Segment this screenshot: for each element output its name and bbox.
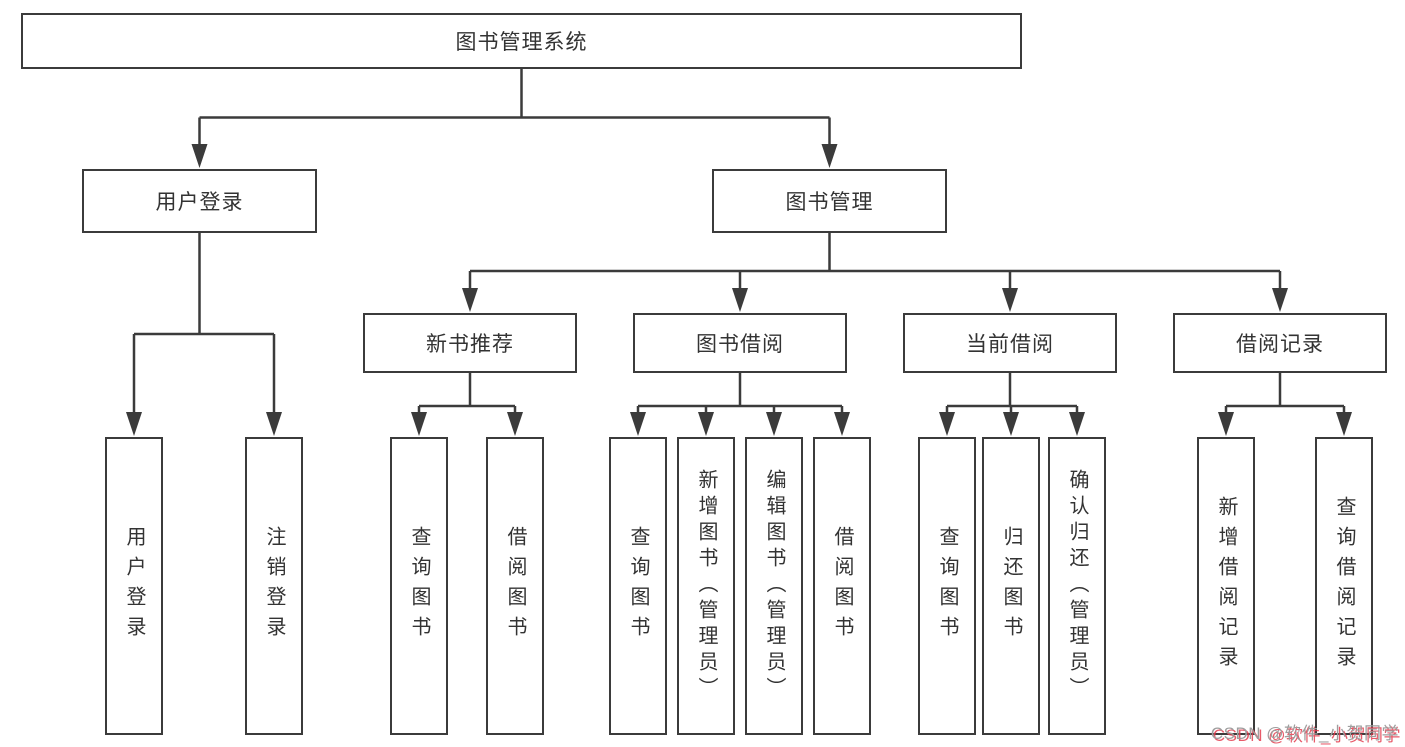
node-query-borrow-record-label: 查询借阅记录 (1333, 496, 1355, 676)
node-borrow-books-label: 借阅图书 (504, 526, 526, 646)
node-query-books: 查询图书 (390, 437, 448, 735)
node-query-books-label: 查询图书 (627, 526, 649, 646)
node-current-borrow-label: 当前借阅 (966, 333, 1054, 356)
node-root: 图书管理系统 (21, 13, 1022, 69)
user-login-connector (132, 233, 276, 413)
node-new-book-recommend: 新书推荐 (363, 313, 577, 373)
borrow-records-connector (1224, 373, 1346, 413)
node-add-borrow-record-label: 新增借阅记录 (1215, 496, 1237, 676)
node-query-borrow-record: 查询借阅记录 (1315, 437, 1373, 735)
node-new-book-recommend-label: 新书推荐 (426, 333, 514, 356)
node-query-books-label: 查询图书 (936, 526, 958, 646)
current-borrow-connector (945, 373, 1079, 413)
node-return-books: 归还图书 (982, 437, 1040, 735)
node-add-borrow-record: 新增借阅记录 (1197, 437, 1255, 735)
node-book-management: 图书管理 (712, 169, 947, 233)
node-current-borrow: 当前借阅 (903, 313, 1117, 373)
node-query-books: 查询图书 (918, 437, 976, 735)
node-query-books-label: 查询图书 (408, 526, 430, 646)
node-user-login: 用户登录 (82, 169, 317, 233)
node-borrow-books-label: 借阅图书 (831, 526, 853, 646)
node-edit-book-admin-label: 编辑图书（管理员） (763, 469, 785, 703)
node-borrow-records-label: 借阅记录 (1236, 333, 1324, 356)
book-management-connector (468, 233, 1282, 289)
node-borrow-books: 借阅图书 (813, 437, 871, 735)
node-confirm-return-admin: 确认归还（管理员） (1048, 437, 1106, 735)
node-edit-book-admin: 编辑图书（管理员） (745, 437, 803, 735)
node-return-books-label: 归还图书 (1000, 526, 1022, 646)
node-user-login-leaf: 用户登录 (105, 437, 163, 735)
node-book-borrow-label: 图书借阅 (696, 333, 784, 356)
node-user-login-label: 用户登录 (155, 191, 244, 214)
node-borrow-records: 借阅记录 (1173, 313, 1387, 373)
node-borrow-books: 借阅图书 (486, 437, 544, 735)
node-book-management-label: 图书管理 (785, 191, 874, 214)
node-add-book-admin-label: 新增图书（管理员） (695, 469, 717, 703)
node-logout: 注销登录 (245, 437, 303, 735)
root-connector (198, 69, 831, 146)
node-query-books: 查询图书 (609, 437, 667, 735)
node-confirm-return-admin-label: 确认归还（管理员） (1066, 469, 1088, 703)
node-logout-label: 注销登录 (263, 526, 285, 646)
new-book-recommend-connector (417, 373, 517, 413)
arrowheads (126, 144, 1352, 436)
node-book-borrow: 图书借阅 (633, 313, 847, 373)
book-borrow-connector (636, 373, 844, 413)
csdn-watermark: CSDN @软件_小贺同学 (1210, 724, 1399, 743)
node-user-login-leaf-label: 用户登录 (123, 526, 145, 646)
node-add-book-admin: 新增图书（管理员） (677, 437, 735, 735)
node-root-label: 图书管理系统 (455, 31, 588, 54)
